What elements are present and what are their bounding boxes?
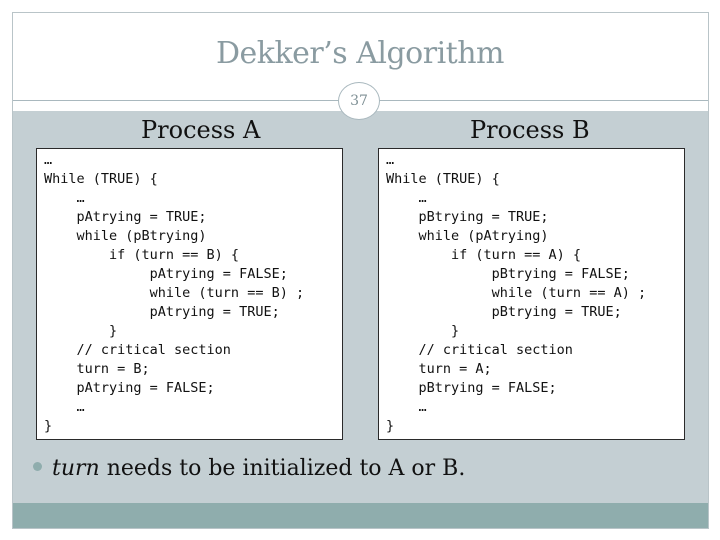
code-line: pAtrying = TRUE; [44, 304, 280, 320]
code-line: while (turn == A) ; [386, 285, 647, 301]
slide-number-badge: 37 [338, 82, 380, 120]
code-line: … [386, 399, 427, 415]
code-line: while (turn == B) ; [44, 285, 305, 301]
code-line: … [44, 399, 85, 415]
code-line: } [44, 418, 53, 434]
code-line: pBtrying = FALSE; [386, 380, 557, 396]
code-line: pBtrying = FALSE; [386, 266, 630, 282]
code-line: } [44, 323, 118, 339]
code-line: turn = B; [44, 361, 150, 377]
code-line: } [386, 323, 460, 339]
process-b-code-box: … While (TRUE) { … pBtrying = TRUE; whil… [378, 148, 685, 440]
code-line: … [386, 152, 395, 168]
code-line: While (TRUE) { [386, 171, 500, 187]
code-line: // critical section [44, 342, 231, 358]
slide-frame [12, 12, 709, 529]
code-line: turn = A; [386, 361, 492, 377]
code-line: } [386, 418, 395, 434]
bullet-point: turn needs to be initialized to A or B. [33, 456, 465, 481]
code-line: pAtrying = FALSE; [44, 380, 215, 396]
process-b-title: Process B [470, 116, 590, 144]
code-line: pAtrying = FALSE; [44, 266, 288, 282]
process-a-code-box: … While (TRUE) { … pAtrying = TRUE; whil… [36, 148, 343, 440]
code-line: While (TRUE) { [44, 171, 158, 187]
code-line: … [44, 190, 85, 206]
code-line: // critical section [386, 342, 573, 358]
bullet-emphasis: turn [52, 456, 100, 481]
code-line: … [386, 190, 427, 206]
code-line: pBtrying = TRUE; [386, 304, 622, 320]
bullet-text: needs to be initialized to A or B. [99, 456, 466, 481]
code-line: while (pAtrying) [386, 228, 549, 244]
code-line: pBtrying = TRUE; [386, 209, 549, 225]
bullet-dot-icon [33, 462, 42, 471]
code-line: while (pBtrying) [44, 228, 207, 244]
code-line: if (turn == B) { [44, 247, 240, 263]
footer-bar [13, 503, 708, 528]
process-a-title: Process A [141, 116, 261, 144]
slide-title: Dekker’s Algorithm [215, 36, 505, 71]
code-line: if (turn == A) { [386, 247, 582, 263]
code-line: … [44, 152, 53, 168]
code-line: pAtrying = TRUE; [44, 209, 207, 225]
